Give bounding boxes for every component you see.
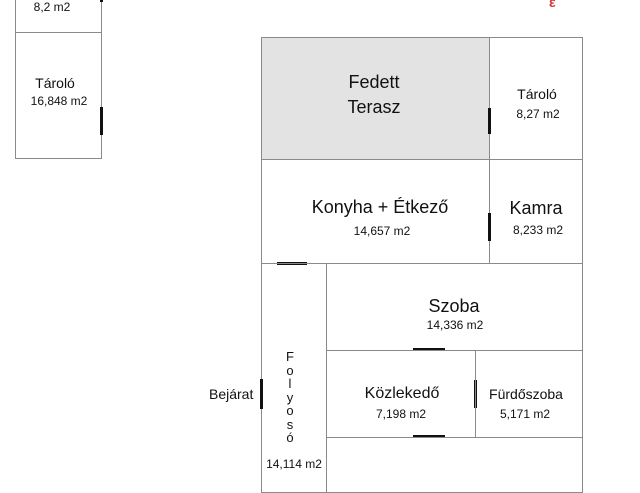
room-bedroom-area: 14,336 m2: [426, 318, 484, 332]
room-pantry-area: 8,233 m2: [512, 223, 564, 237]
corridor-letter: s: [286, 416, 294, 432]
entrance-label: Bejárat: [209, 386, 254, 402]
room-covered-terrace-line2: Terasz: [347, 97, 401, 117]
door-storage-left: [100, 107, 103, 135]
door-top-left: [100, 0, 103, 2]
corridor-letter: F: [286, 349, 294, 364]
corridor-letter: o: [286, 362, 294, 378]
door-pantry: [488, 213, 491, 241]
room-storage-right-name: Tároló: [517, 86, 557, 102]
stamp-mark: ε: [549, 0, 556, 10]
door-entrance: [260, 379, 263, 409]
room-corridor-area: 14,114 m2: [266, 457, 322, 471]
corridor-letter: l: [288, 376, 292, 391]
room-bedroom-name: Szoba: [428, 296, 480, 316]
door-storage-right: [488, 108, 491, 134]
room-covered-terrace: [261, 37, 490, 160]
room-corridor-name: F o l y o s ó: [286, 350, 294, 445]
room-kitchen-dining-area: 14,657 m2: [353, 224, 411, 238]
door-bedroom: [413, 348, 445, 351]
room-storage-left: [15, 32, 102, 159]
room-storage-left-name: Tároló: [35, 75, 75, 91]
room-bathroom-name: Fürdőszoba: [489, 386, 563, 402]
room-bathroom-area: 5,171 m2: [499, 407, 551, 421]
room-storage-left-area: 16,848 m2: [30, 94, 88, 108]
corridor-letter: o: [286, 403, 294, 418]
room-pantry-name: Kamra: [509, 198, 563, 218]
room-hallway-name: Közlekedő: [364, 385, 440, 402]
corridor-letter: y: [286, 389, 294, 405]
room-top-left-area: 8,2 m2: [33, 0, 71, 14]
door-hallway-bottom: [413, 435, 445, 438]
corridor-letter: ó: [286, 430, 294, 445]
room-hallway-area: 7,198 m2: [375, 407, 427, 421]
room-bottom: [326, 437, 583, 493]
room-kitchen-dining-name: Konyha + Étkező: [311, 197, 449, 217]
room-covered-terrace-line1: Fedett: [348, 72, 400, 92]
room-storage-right-area: 8,27 m2: [516, 107, 560, 121]
